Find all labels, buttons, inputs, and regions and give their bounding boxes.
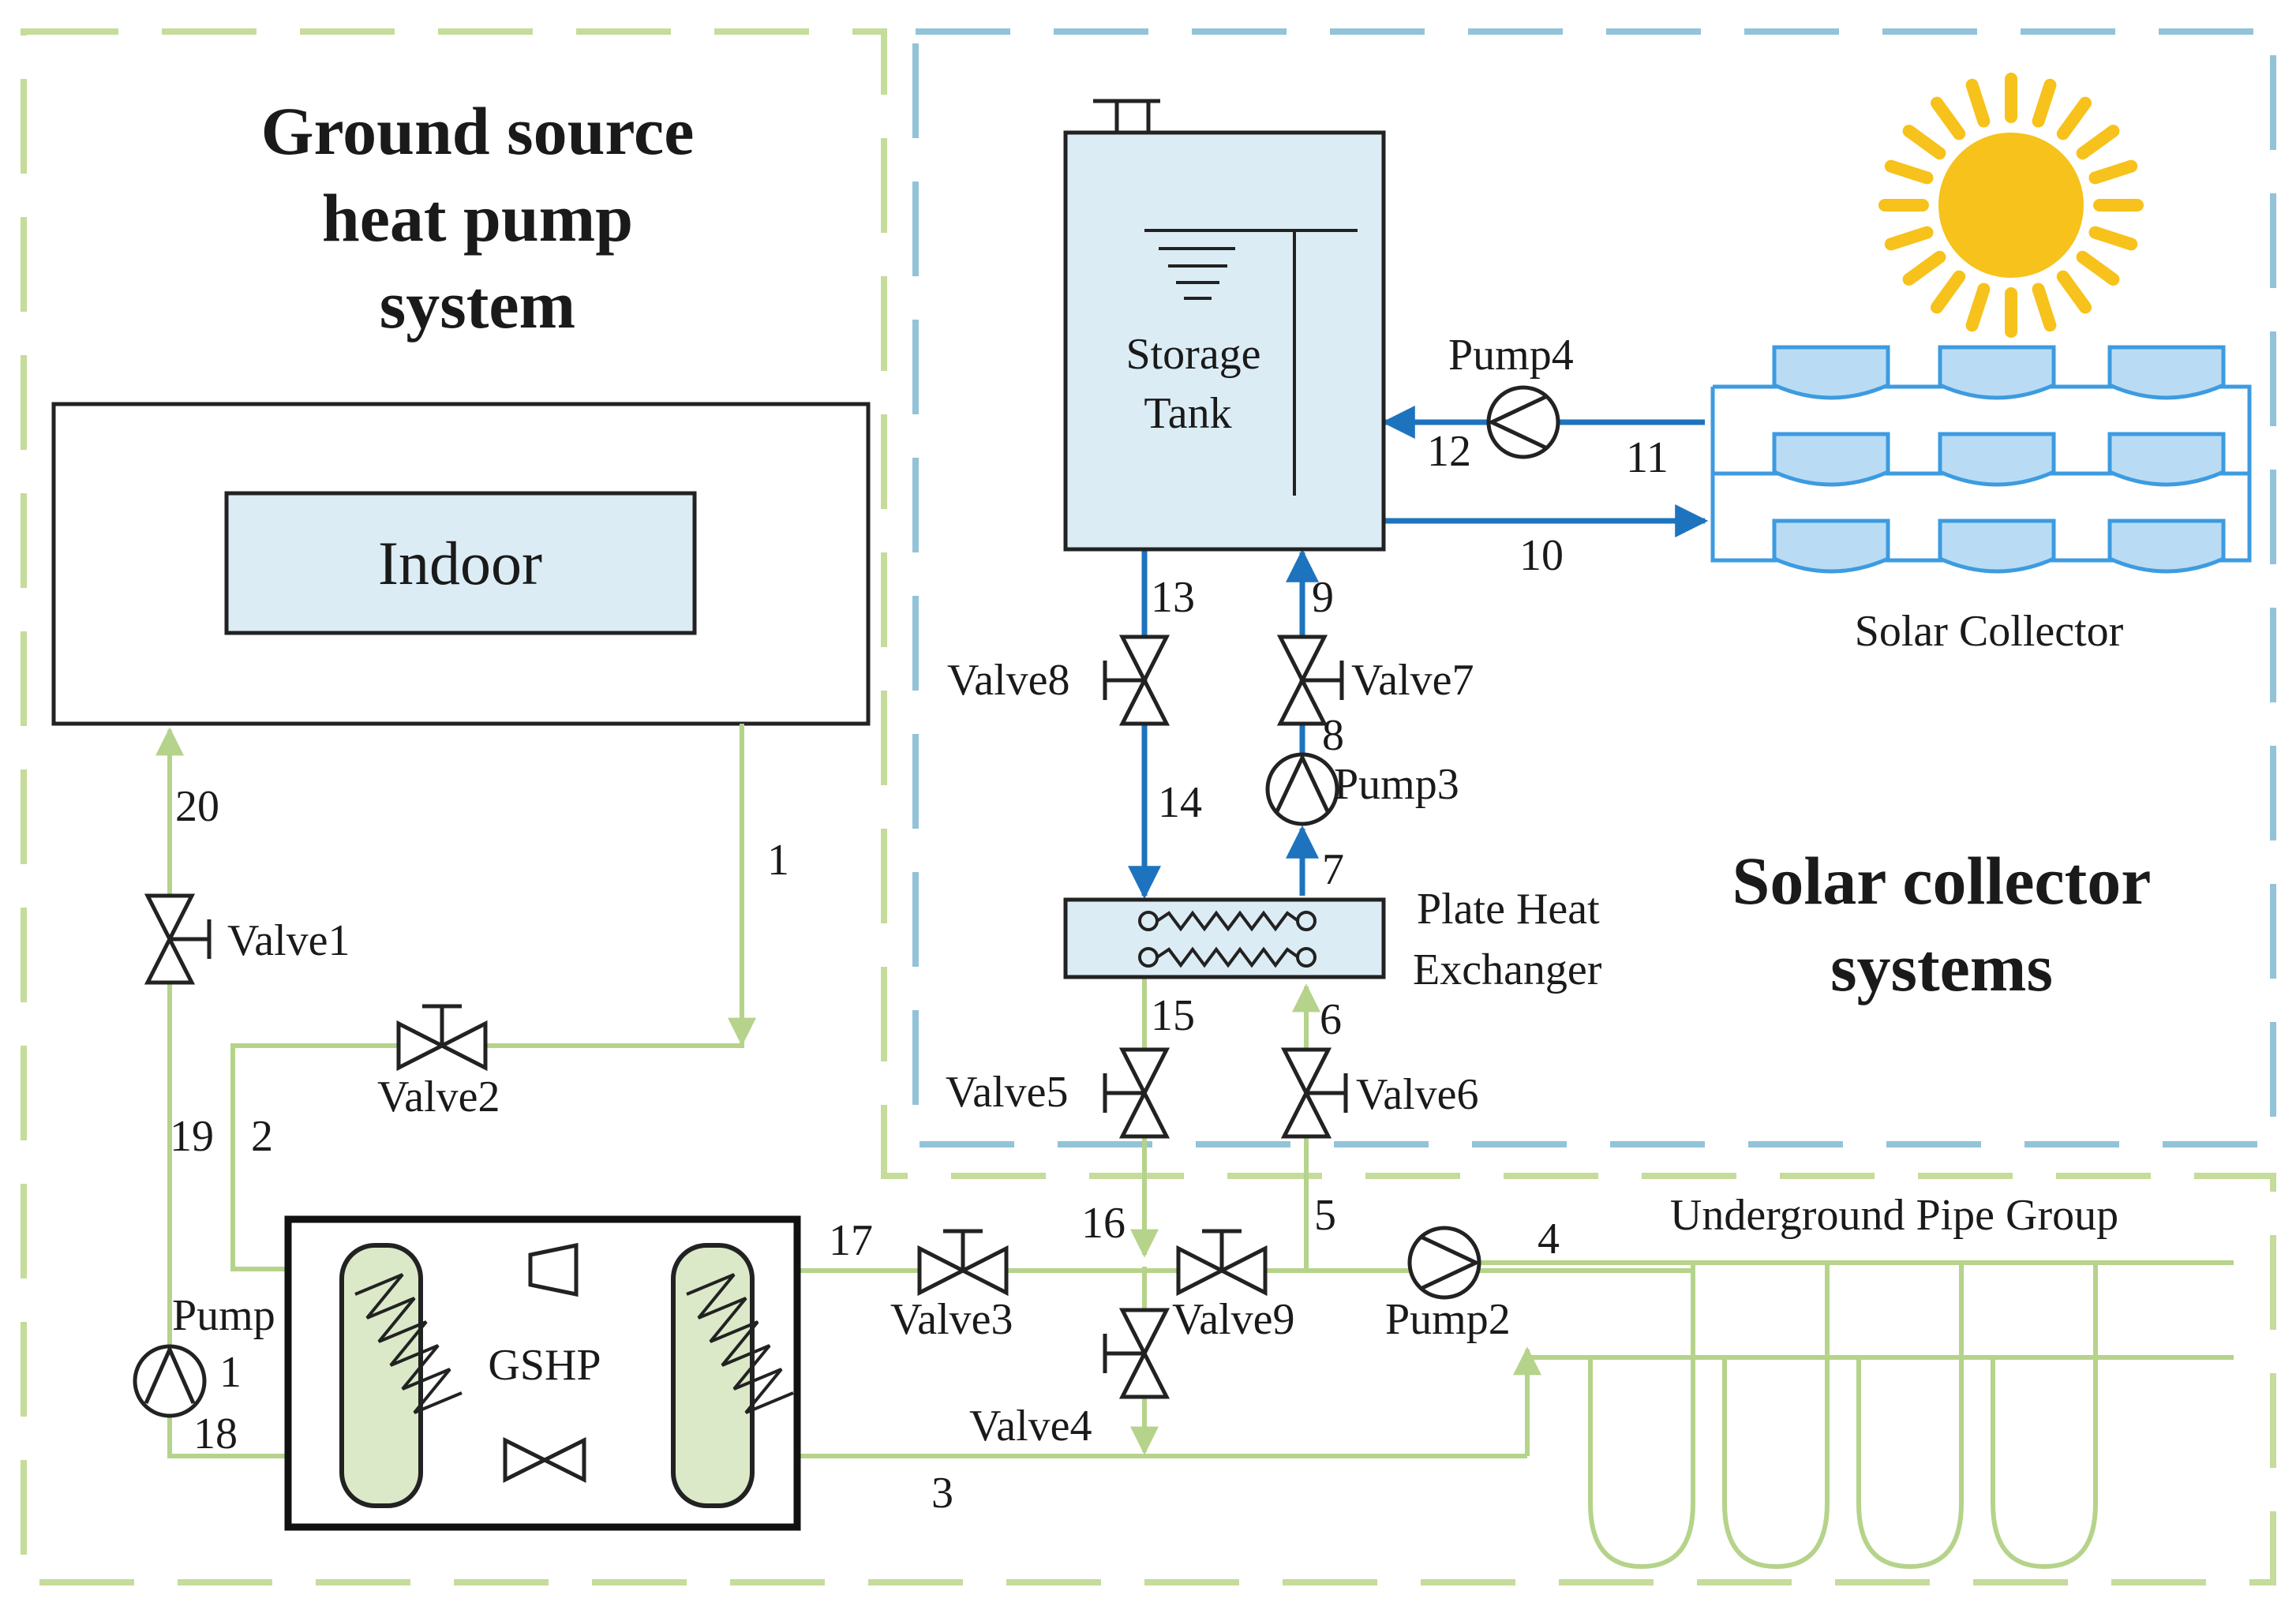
pump1-label-b: 1: [219, 1348, 242, 1397]
sun-ray: [2076, 250, 2120, 286]
sun-ray: [1931, 96, 1966, 140]
indoor-box: [224, 491, 697, 635]
plate-heat-exchanger: [1063, 897, 1386, 979]
collector-panel: [1772, 432, 1890, 487]
pump3-icon[interactable]: [1265, 752, 1339, 826]
sun-icon: [1878, 73, 2144, 338]
gshp-title-line2: heat pump: [322, 180, 633, 256]
gshp-condenser: [339, 1243, 423, 1508]
node-20: 20: [175, 782, 219, 831]
solar-collector-array: [1710, 345, 2252, 574]
collector-panel: [2107, 432, 2226, 487]
collector-panel: [1938, 518, 2056, 574]
solar-collector-label: Solar Collector: [1855, 607, 2124, 656]
hx-zigzag: [354, 1273, 794, 1414]
node-3: 3: [931, 1469, 953, 1518]
phe-label-2: Exchanger: [1413, 945, 1602, 994]
sun-ray: [1965, 283, 1991, 332]
collector-panel: [2107, 518, 2226, 574]
gshp-label: GSHP: [488, 1341, 601, 1390]
sun-ray: [1902, 125, 1946, 160]
collector-panel: [1938, 432, 2056, 487]
pump2-label: Pump2: [1385, 1295, 1511, 1344]
phe-coils: [1138, 910, 1317, 968]
compressor-icon: [528, 1242, 579, 1297]
node-14: 14: [1158, 778, 1202, 827]
pump2-icon[interactable]: [1407, 1226, 1481, 1300]
node-15: 15: [1151, 991, 1195, 1040]
pump1-label-a: Pump: [172, 1291, 275, 1340]
sun-ray: [2076, 125, 2120, 160]
solar-title-line2: systems: [1830, 930, 2053, 1005]
node-11: 11: [1626, 433, 1669, 482]
valve4-icon[interactable]: [1105, 1310, 1167, 1397]
phe-label-1: Plate Heat: [1417, 885, 1600, 934]
storage-tank: [1063, 130, 1386, 552]
node-7: 7: [1322, 845, 1344, 894]
node-19: 19: [170, 1112, 214, 1161]
valve2-icon[interactable]: [399, 1006, 485, 1068]
pump3-label: Pump3: [1334, 760, 1459, 809]
expansion-valve-icon: [503, 1436, 586, 1484]
valve6-icon[interactable]: [1284, 1050, 1346, 1136]
collector-panel: [1772, 518, 1890, 574]
pump1-icon[interactable]: [133, 1344, 207, 1418]
storage-label-2: Tank: [1144, 389, 1231, 438]
gshp-title-line3: system: [380, 267, 575, 343]
pump4-label: Pump4: [1448, 331, 1574, 380]
valve3-icon[interactable]: [920, 1231, 1006, 1293]
solar-title-line1: Solar collector: [1732, 843, 2152, 919]
gshp-title-line1: Ground source: [261, 93, 695, 169]
valve2-label: Valve2: [377, 1073, 500, 1121]
sun-ray: [1884, 159, 1934, 185]
sun-ray: [2032, 283, 2057, 332]
valve3-label: Valve3: [890, 1295, 1013, 1344]
node-18: 18: [193, 1409, 238, 1458]
valve9-icon[interactable]: [1178, 1231, 1265, 1293]
valve7-label: Valve7: [1351, 656, 1474, 705]
collector-panel: [1772, 345, 1890, 400]
valve5-label: Valve5: [946, 1068, 1069, 1117]
gshp-evaporator: [671, 1243, 755, 1508]
sun-ray: [2056, 270, 2092, 314]
collector-panel: [2107, 345, 2226, 400]
node-1: 1: [767, 836, 789, 885]
underground-label: Underground Pipe Group: [1670, 1191, 2118, 1240]
storage-label-1: Storage: [1126, 330, 1260, 379]
valve8-label: Valve8: [947, 656, 1070, 705]
indoor-label: Indoor: [378, 529, 542, 597]
valve5-icon[interactable]: [1105, 1050, 1167, 1136]
node-17: 17: [829, 1216, 873, 1265]
node-12: 12: [1427, 427, 1471, 476]
sun-ray: [2032, 78, 2057, 128]
node-4: 4: [1538, 1215, 1560, 1263]
node-5: 5: [1314, 1191, 1336, 1240]
node-13: 13: [1151, 573, 1195, 622]
valve1-icon[interactable]: [148, 896, 209, 983]
collector-panel: [1938, 345, 2056, 400]
sun-ray: [2088, 226, 2138, 251]
valve1-label: Valve1: [227, 916, 350, 965]
valve9-label: Valve9: [1172, 1295, 1295, 1344]
sun-ray: [1965, 78, 1991, 128]
valve4-label: Valve4: [969, 1402, 1092, 1451]
node-6: 6: [1320, 995, 1342, 1044]
valve6-label: Valve6: [1356, 1070, 1479, 1119]
node-10: 10: [1519, 531, 1564, 580]
node-8: 8: [1322, 711, 1344, 760]
node-2: 2: [251, 1112, 273, 1161]
node-16: 16: [1081, 1199, 1126, 1248]
sun-ray: [1884, 226, 1934, 251]
sun-ray: [1931, 270, 1966, 314]
node-9: 9: [1312, 573, 1334, 622]
tank-water-level: [1144, 229, 1358, 496]
sun-ray: [1902, 250, 1946, 286]
valve8-icon[interactable]: [1105, 637, 1167, 724]
gshp-region-border: [21, 28, 2276, 1585]
sun-ray: [2088, 159, 2138, 185]
tank-vent: [1093, 99, 1160, 133]
sun-ray: [2056, 96, 2092, 140]
pump4-icon[interactable]: [1486, 385, 1560, 459]
